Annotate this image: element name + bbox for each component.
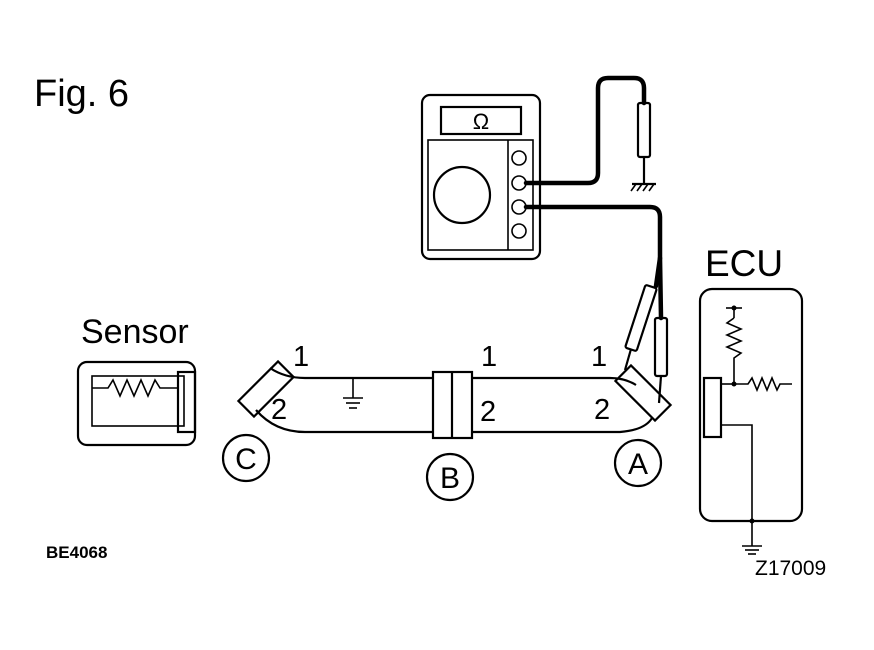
ohmmeter-display (439, 105, 523, 136)
ecu-series-resistor-icon (734, 375, 792, 393)
connector-a-label: A (628, 448, 648, 481)
ecu-label: ECU (705, 243, 783, 284)
connector-c-pin-2: 2 (271, 394, 287, 426)
sensor-coil-icon (92, 378, 178, 398)
ground-icon (343, 378, 363, 409)
connector-c-pin-1: 1 (293, 341, 309, 373)
chassis-ground-icon (630, 182, 656, 192)
connector-b-pin-2: 2 (480, 396, 496, 428)
connector-c-label: C (235, 443, 257, 476)
connector-test-leads (523, 204, 669, 404)
connector-a-pin-2: 2 (594, 394, 610, 426)
connector-b-pin-1: 1 (481, 341, 497, 373)
ohmmeter-jack-4 (511, 223, 527, 239)
connector-b: 1 2 B (425, 341, 497, 502)
probe-terminal-1 (624, 284, 658, 352)
figure-code-left: BE4068 (46, 543, 107, 562)
ohmmeter: Ω (420, 93, 542, 261)
connector-a: 1 2 A (591, 341, 673, 488)
ground-probe (636, 101, 652, 159)
ohm-icon: Ω (473, 109, 489, 134)
ecu-ground-icon (742, 545, 762, 555)
wire-harness (255, 367, 653, 434)
probe-terminal-2 (653, 316, 669, 378)
sensor-label: Sensor (81, 313, 189, 351)
figure-title: Fig. 6 (34, 73, 129, 115)
ground-test-lead (523, 75, 656, 192)
connector-c: 1 2 C (221, 341, 309, 483)
ecu-housing (698, 287, 804, 523)
connector-a-pin-1: 1 (591, 341, 607, 373)
figure-code-right: Z17009 (755, 557, 826, 580)
ecu-unit: ECU (698, 243, 804, 555)
ecu-pullup-resistor-icon (724, 317, 744, 384)
connector-b-label: B (440, 462, 460, 495)
ecu-connector (702, 376, 723, 439)
ohmmeter-body (420, 93, 542, 261)
sensor-unit: Sensor (76, 313, 197, 447)
ohmmeter-dial-icon (432, 165, 492, 225)
ohmmeter-jack-1 (511, 150, 527, 166)
